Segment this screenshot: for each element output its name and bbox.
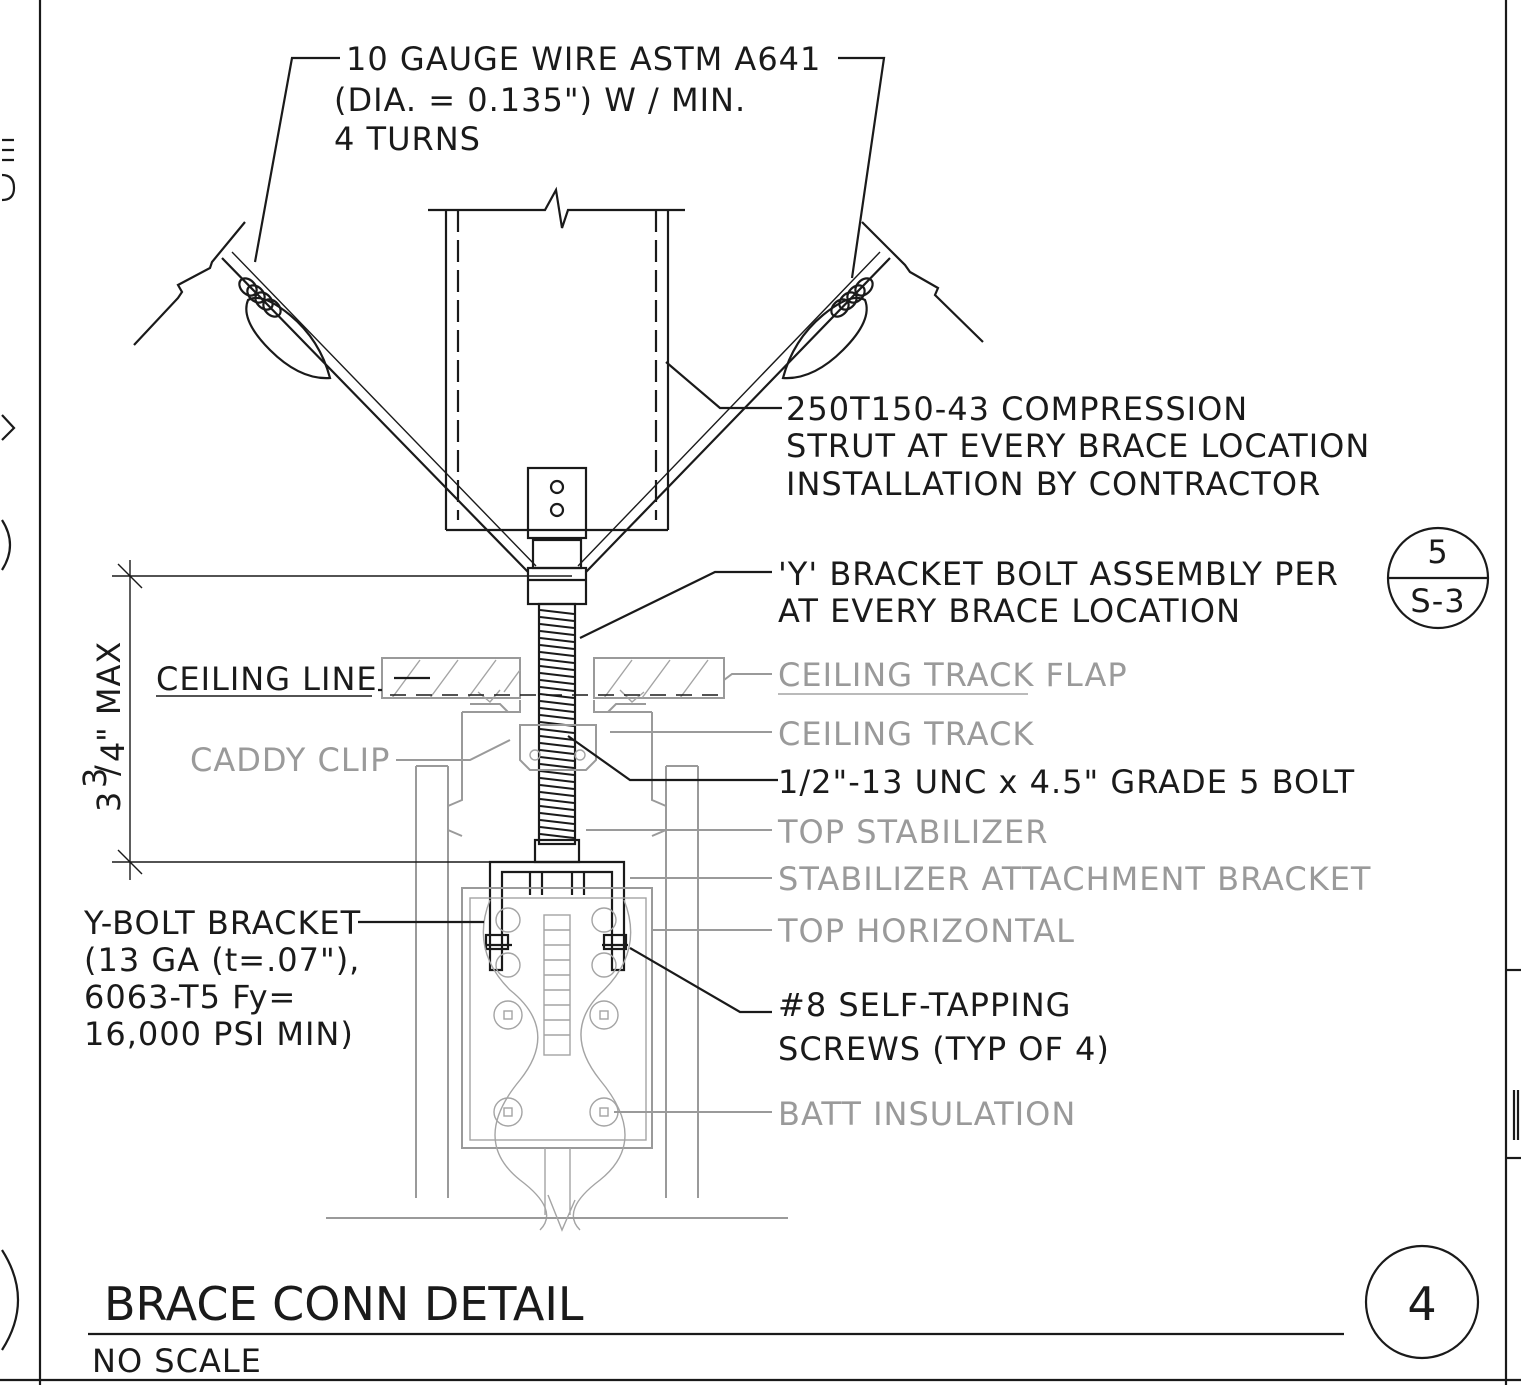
ceiling-line-label: CEILING LINE xyxy=(156,660,378,698)
brace-wire-left xyxy=(221,251,537,573)
leader-lines xyxy=(253,56,886,1113)
top-stabilizer-label: TOP STABILIZER xyxy=(777,813,1049,851)
wire-callout-line-1: 10 GAUGE WIRE ASTM A641 xyxy=(346,40,821,78)
section-ref-sheet: S-3 xyxy=(1410,582,1465,620)
screws-line-1: #8 SELF-TAPPING xyxy=(778,986,1071,1024)
strut-callout-line-3: INSTALLATION BY CONTRACTOR xyxy=(786,465,1321,503)
ybracket-callout-line-2: AT EVERY BRACE LOCATION xyxy=(778,592,1241,630)
stabilizer-bracket-label: STABILIZER ATTACHMENT BRACKET xyxy=(778,860,1371,898)
strut-callout-line-2: STRUT AT EVERY BRACE LOCATION xyxy=(786,427,1370,465)
section-reference-bubble: 5 S-3 xyxy=(1386,526,1490,630)
dimension-suffix: " MAX xyxy=(90,641,128,742)
screws-line-2: SCREWS (TYP OF 4) xyxy=(778,1030,1110,1068)
dimension-text: 3 3 / 4 " MAX xyxy=(76,641,132,812)
batt-insulation-label: BATT INSULATION xyxy=(778,1095,1076,1133)
dimension-line xyxy=(112,560,572,880)
wire-callout-line-2: (DIA. = 0.135") W / MIN. xyxy=(334,81,746,119)
ybolt-bracket-line-1: Y-BOLT BRACKET xyxy=(83,904,361,942)
detail-number: 4 xyxy=(1407,1277,1436,1331)
ybolt-bracket-line-4: 16,000 PSI MIN) xyxy=(84,1015,354,1053)
caddy-clip-label: CADDY CLIP xyxy=(190,741,390,779)
structure-anchor-left xyxy=(133,221,246,346)
wall-assembly xyxy=(326,657,788,1232)
svg-text:/: / xyxy=(88,764,126,776)
ybolt-bracket-line-2: (13 GA (t=.07"), xyxy=(84,941,360,979)
top-horizontal-label: TOP HORIZONTAL xyxy=(777,912,1075,950)
bolt-assembly xyxy=(526,538,588,864)
detail-title-block: BRACE CONN DETAIL NO SCALE 4 xyxy=(88,1244,1480,1380)
ceiling-track-label: CEILING TRACK xyxy=(778,715,1034,753)
dimension-numerator: 3 xyxy=(76,767,114,788)
strut-callout-line-1: 250T150-43 COMPRESSION xyxy=(786,390,1248,428)
section-ref-detail: 5 xyxy=(1427,533,1448,571)
detail-scale: NO SCALE xyxy=(92,1342,262,1380)
callout-screws: #8 SELF-TAPPING SCREWS (TYP OF 4) xyxy=(778,986,1110,1068)
structure-anchor-right xyxy=(861,221,984,343)
ybolt-bracket-line-3: 6063-T5 Fy= xyxy=(84,978,296,1016)
ceiling-track-flap-label: CEILING TRACK FLAP xyxy=(778,656,1128,694)
callout-ybolt-bracket: Y-BOLT BRACKET (13 GA (t=.07"), 6063-T5 … xyxy=(83,904,361,1053)
ybracket-callout-line-1: 'Y' BRACKET BOLT ASSEMBLY PER xyxy=(778,555,1339,593)
dimension-denominator: 4 xyxy=(94,741,132,762)
bolt-label: 1/2"-13 UNC x 4.5" GRADE 5 BOLT xyxy=(778,763,1355,801)
detail-title: BRACE CONN DETAIL xyxy=(104,1277,584,1331)
callout-wire: 10 GAUGE WIRE ASTM A641 (DIA. = 0.135") … xyxy=(334,40,821,158)
compression-strut xyxy=(428,186,685,540)
dimension-whole: 3 xyxy=(90,791,128,812)
callout-ybracket-assembly: 'Y' BRACKET BOLT ASSEMBLY PER AT EVERY B… xyxy=(778,555,1339,630)
callout-strut: 250T150-43 COMPRESSION STRUT AT EVERY BR… xyxy=(786,390,1370,503)
wire-callout-line-3: 4 TURNS xyxy=(334,120,481,158)
